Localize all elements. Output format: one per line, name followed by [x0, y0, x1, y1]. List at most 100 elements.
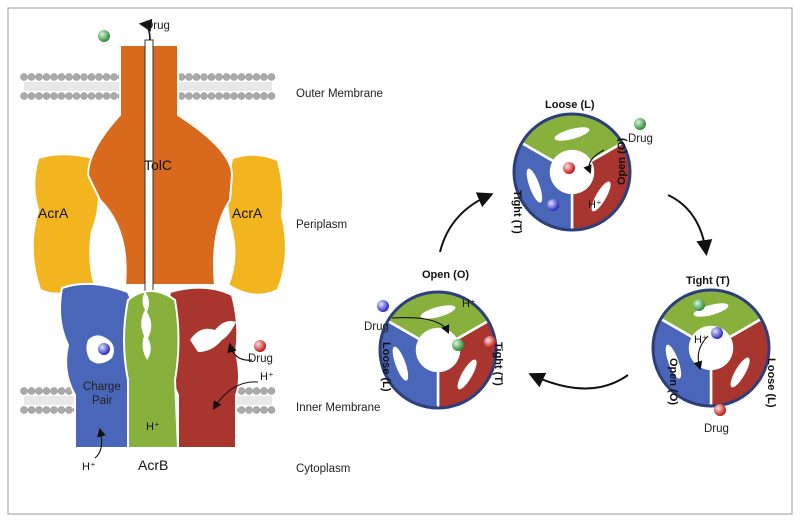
open-disk-pocket [420, 305, 456, 319]
outer-membrane-lipid-head [267, 73, 276, 81]
inner-membrane-lipid-head [267, 387, 276, 395]
loose-disk-arrow [583, 149, 605, 175]
acrb-green-subunit [123, 290, 180, 449]
inner-membrane-lipid-head [245, 387, 253, 395]
open-disk-drug-blue [377, 300, 389, 312]
h-plus-green: H⁺ [146, 421, 160, 433]
inner-membrane-lipid-head [65, 406, 73, 414]
tight-disk-pocket [665, 344, 682, 379]
tight-disk-rim [651, 288, 771, 408]
tolc-label: TolC [144, 157, 172, 173]
inner-membrane-lipid-head [35, 387, 43, 395]
loose-title: Loose (L) [545, 99, 595, 111]
drug-molecule-blue [98, 343, 110, 355]
open-disk-rim [378, 290, 498, 410]
outer-membrane-lipid-head [230, 92, 238, 100]
inner-membrane-label: Inner Membrane [296, 402, 380, 414]
drug-exit-arrow [138, 18, 153, 41]
outer-membrane-lipid-head [215, 92, 223, 100]
outer-membrane-lipid-head [192, 73, 201, 81]
outer-membrane-lipid-head [87, 92, 96, 100]
loose-disk-pocket [554, 127, 590, 141]
tight-disk-arrow [693, 335, 709, 371]
outer-membrane-lipid-head [72, 92, 81, 100]
inner-membrane-lipid-head [237, 387, 246, 395]
outer-membrane-lipid-head [95, 73, 103, 81]
acrb-label: AcrB [138, 457, 168, 473]
outer-membrane-lipid-head [222, 73, 231, 81]
outer-membrane-lipid-head [65, 92, 73, 100]
outer-membrane-lipid-head [230, 73, 238, 81]
outer-membrane-lipid-head [20, 92, 28, 100]
charge-pair-label-2: Pair [92, 395, 113, 407]
outer-membrane-lipid-head [185, 73, 193, 81]
cycle-arrow-left-up [439, 192, 494, 253]
open-disk-drug-green [452, 339, 464, 351]
inner-membrane-lipid-head [237, 406, 246, 414]
proton-arrow-right [212, 381, 259, 410]
outer-membrane-lipid-head [20, 73, 28, 81]
inner-membrane-lipid-head [27, 406, 36, 414]
outer-membrane-lipid-head [222, 92, 231, 100]
outer-membrane-lipid-head [245, 73, 253, 81]
loose-disk-rim [512, 112, 632, 232]
inner-membrane-lipid-head [42, 387, 51, 395]
inner-membrane-lipid-head [42, 406, 51, 414]
inner-membrane-lipid-head [245, 406, 253, 414]
open-title: Open (O) [422, 269, 469, 281]
outer-membrane-lipid-head [95, 92, 103, 100]
cycle-arrow-top-right [667, 194, 713, 256]
outer-membrane-lipid-head [260, 73, 268, 81]
outer-membrane-lipid-head [50, 73, 58, 81]
cycle-disk-loose [512, 112, 632, 232]
tolc-shape [86, 44, 234, 286]
cycle-disk-open [378, 290, 498, 410]
tight-disk-pocket [730, 357, 750, 388]
outer-membrane-lipid-head [27, 92, 36, 100]
acra-right-label: AcrA [232, 205, 263, 221]
drug-entry-arrow [227, 342, 253, 361]
outer-membrane-lipid-head [57, 92, 66, 100]
outer-membrane-lipid-head [215, 73, 223, 81]
outer-membrane-lipid-head [252, 92, 261, 100]
loose-disk-drug: Drug [628, 133, 653, 145]
loose-disk-pocket [526, 168, 543, 203]
outer-membrane-lipid-head [207, 92, 216, 100]
open-disk-h: H⁺ [462, 298, 476, 310]
outer-membrane-lipid-head [110, 73, 118, 81]
outer-membrane-lipid-head [72, 73, 81, 81]
outer-membrane-lipid-head [27, 73, 36, 81]
tight-disk-center [691, 328, 731, 368]
tight-title: Tight (T) [686, 275, 730, 287]
h-plus-right: H⁺ [260, 371, 274, 383]
outer-membrane-lipid-head [237, 92, 246, 100]
inner-membrane-lipid-head [57, 406, 66, 414]
outer-membrane-lipid-head [237, 73, 246, 81]
tight-disk-loose-label: Loose (L) [765, 358, 777, 408]
tight-disk-h: H⁺ [694, 334, 708, 346]
outer-membrane-lipid-head [177, 92, 186, 100]
outer-membrane-lipid-head [252, 73, 261, 81]
drug-molecule-top [98, 30, 110, 42]
outer-membrane-lipid-head [102, 92, 111, 100]
inner-membrane-lipid-head [50, 387, 58, 395]
open-disk-arrow [391, 317, 450, 334]
inner-membrane-lipid-head [20, 406, 28, 414]
outer-membrane-lipid-head [267, 92, 276, 100]
tight-disk-drug-green [693, 299, 705, 311]
outer-membrane-label: Outer Membrane [296, 88, 383, 100]
outer-membrane-lipid-head [207, 73, 216, 81]
outer-membrane-lipid-head [185, 92, 193, 100]
open-disk-pocket [457, 359, 477, 390]
tight-disk-drug-red [714, 404, 726, 416]
outer-membrane-lipid-head [80, 73, 88, 81]
inner-membrane-lipid-head [57, 387, 66, 395]
outer-membrane-lipid-head [42, 73, 51, 81]
outer-membrane-lipid-head [87, 73, 96, 81]
outer-membrane-lipid-head [260, 92, 268, 100]
cycle-disk-tight [651, 288, 771, 408]
outer-membrane-lipid-head [65, 73, 73, 81]
loose-disk-h: H⁺ [588, 199, 602, 211]
cycle-arrow-bottom [528, 372, 629, 390]
